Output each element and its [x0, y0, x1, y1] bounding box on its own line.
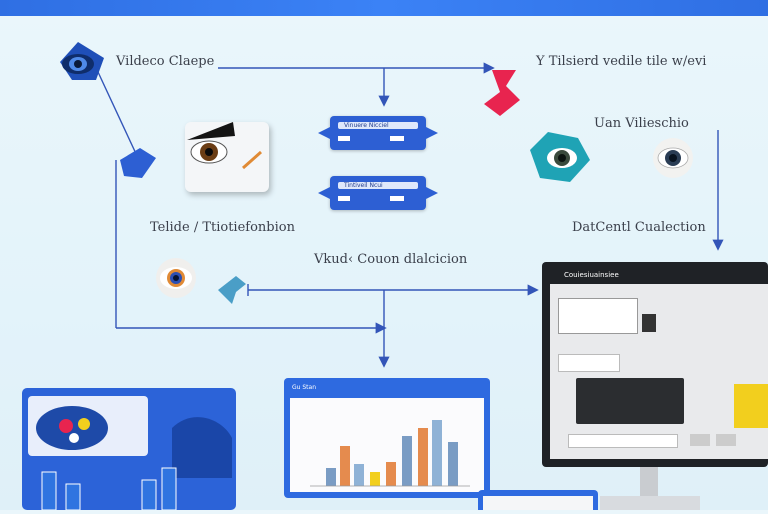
monitor-input	[568, 434, 678, 448]
tag-1-title: Vinuere Nicciel	[344, 122, 389, 129]
connector-diag	[97, 71, 139, 159]
tag-2-title: Tintiveil Ncui	[344, 182, 383, 189]
eye-icon-teal	[530, 132, 590, 182]
chart-bar	[340, 446, 350, 486]
label-video-classification: Vkud‹ Couon dlalcicion	[314, 252, 468, 267]
chart-bar	[418, 428, 428, 486]
label-telide: Telide / Ttiotiefonbion	[150, 220, 295, 235]
chart-bar	[354, 464, 364, 486]
eye-icon-right	[653, 138, 693, 178]
chart-area	[290, 398, 484, 492]
eye-icon-topleft	[60, 42, 104, 80]
chart-bar	[432, 420, 442, 486]
tag-card-1: Vinuere Nicciel	[330, 116, 426, 150]
eye-card	[185, 122, 269, 192]
chart-panel: Gu Stan	[284, 378, 490, 498]
monitor-title: Couiesiuainsiee	[564, 271, 619, 279]
monitor-dark-panel	[576, 378, 684, 424]
eye-icon-mid	[156, 258, 196, 298]
header-bar	[0, 0, 768, 16]
chart-panel-title: Gu Stan	[292, 384, 316, 391]
chart-bar	[448, 442, 458, 486]
left-dashboard-panel	[22, 388, 236, 511]
label-mid-right: Uan Vilieschio	[594, 116, 689, 131]
blue-node-icon	[120, 148, 156, 178]
chart-bar	[326, 468, 336, 486]
monitor: Couiesiuainsiee	[542, 262, 768, 467]
chart-bar	[370, 472, 380, 486]
red-arrow-icon	[484, 70, 520, 116]
label-top-right: Y Tilsierd vedile tile w/evi	[536, 54, 707, 69]
monitor-yellow-card	[734, 384, 768, 428]
label-video-capture: Vildeco Claepe	[116, 54, 215, 69]
tag-card-2: Tintiveil Ncui	[330, 176, 426, 210]
label-data-collection: DatCentl Cualection	[572, 220, 706, 235]
chart-bar	[386, 462, 396, 486]
monitor-screen	[550, 284, 768, 459]
bottom-panel	[478, 490, 598, 510]
monitor-thumb	[558, 298, 638, 334]
chart-bar	[402, 436, 412, 486]
monitor-stand-base	[600, 496, 700, 510]
bird-icon	[218, 276, 246, 304]
bar-chart	[310, 420, 470, 487]
